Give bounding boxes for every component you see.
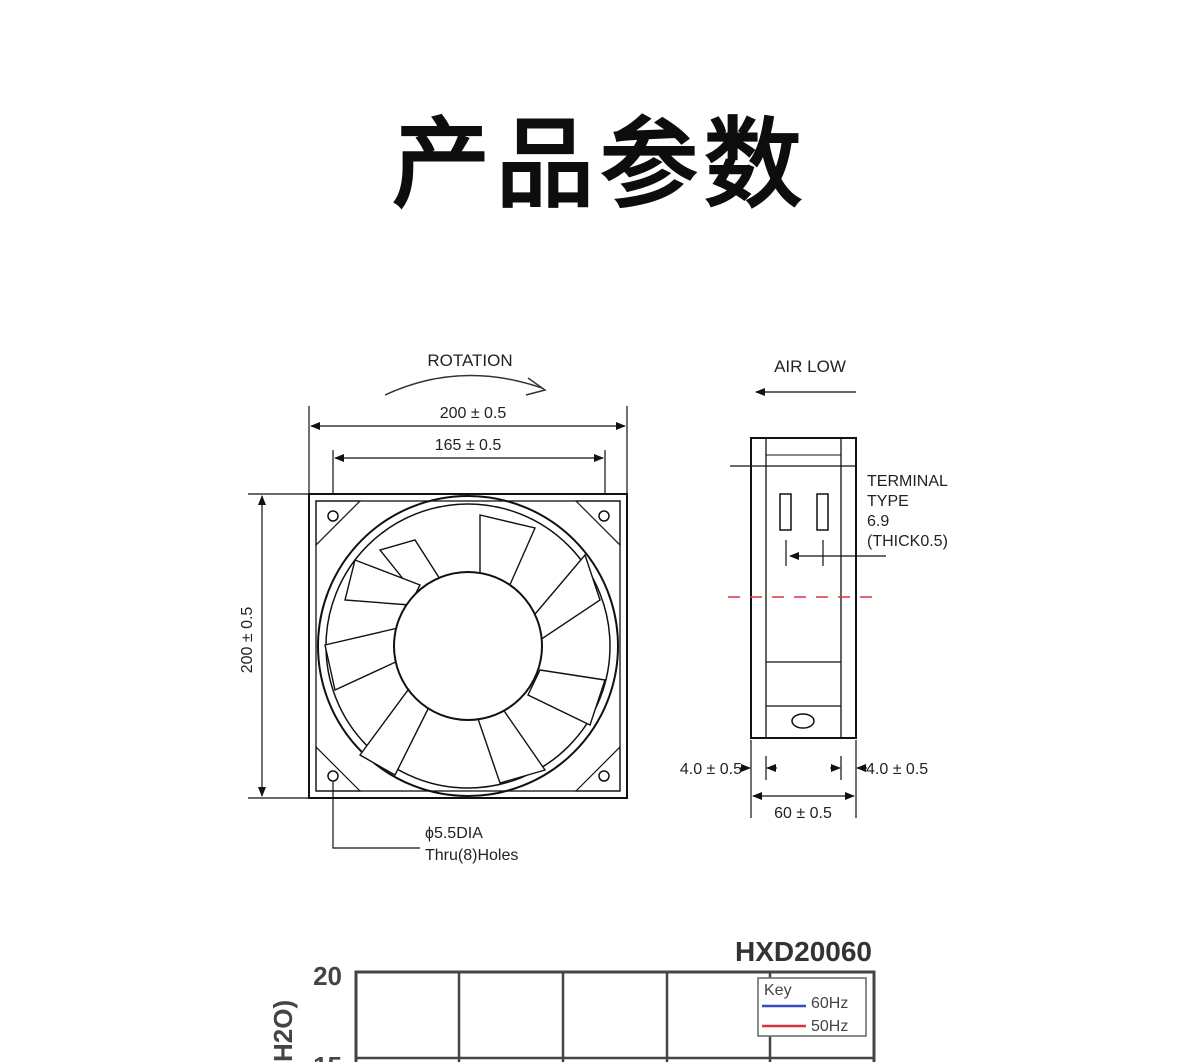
terminal-line2: TYPE — [867, 493, 909, 510]
height-label: 200 ± 0.5 — [239, 607, 256, 674]
mounting-hole — [598, 510, 610, 522]
y-tick-15: 15 — [313, 1051, 342, 1062]
rotation-label: ROTATION — [427, 351, 512, 370]
width-outer-label: 200 ± 0.5 — [440, 405, 507, 422]
rotation-arrow — [384, 374, 543, 396]
flange-left-label: 4.0 ± 0.5 — [680, 761, 742, 778]
side-housing — [750, 437, 857, 739]
y-tick-20: 20 — [313, 961, 342, 991]
front-view: ROTATION 200 ± 0.5 165 ± 0.5 200 ± 0.5 — [239, 351, 628, 864]
side-view: AIR LOW TERMINAL TYPE 6.9 (THICK0.5) — [680, 357, 948, 822]
depth-label: 60 ± 0.5 — [774, 805, 832, 822]
y-axis-fragment: H2O) — [268, 1000, 298, 1062]
terminal-pin — [779, 493, 792, 531]
page-title: 产品参数 — [391, 108, 808, 222]
hole-note-line2: Thru(8)Holes — [425, 847, 518, 864]
terminal-line1: TERMINAL — [867, 473, 948, 490]
flange-right-label: 4.0 ± 0.5 — [866, 761, 928, 778]
mounting-hole — [327, 770, 339, 782]
terminal-pin — [816, 493, 829, 531]
hole-note-line1: ϕ5.5DIA — [425, 825, 483, 842]
airflow-label: AIR LOW — [774, 357, 846, 376]
legend-50hz-label: 50Hz — [811, 1018, 848, 1035]
terminal-line4: (THICK0.5) — [867, 533, 948, 550]
mounting-hole — [327, 510, 339, 522]
legend-key-label: Key — [764, 982, 792, 999]
legend-60hz-label: 60Hz — [811, 995, 848, 1012]
fan-hub — [393, 571, 543, 721]
performance-chart: HXD20060 20 15 H2O) Key 60Hz 50Hz — [268, 936, 876, 1062]
model-label: HXD20060 — [735, 936, 872, 967]
terminal-line3: 6.9 — [867, 513, 889, 530]
label-oval — [791, 713, 815, 729]
mounting-hole — [598, 770, 610, 782]
width-holes-label: 165 ± 0.5 — [435, 437, 502, 454]
